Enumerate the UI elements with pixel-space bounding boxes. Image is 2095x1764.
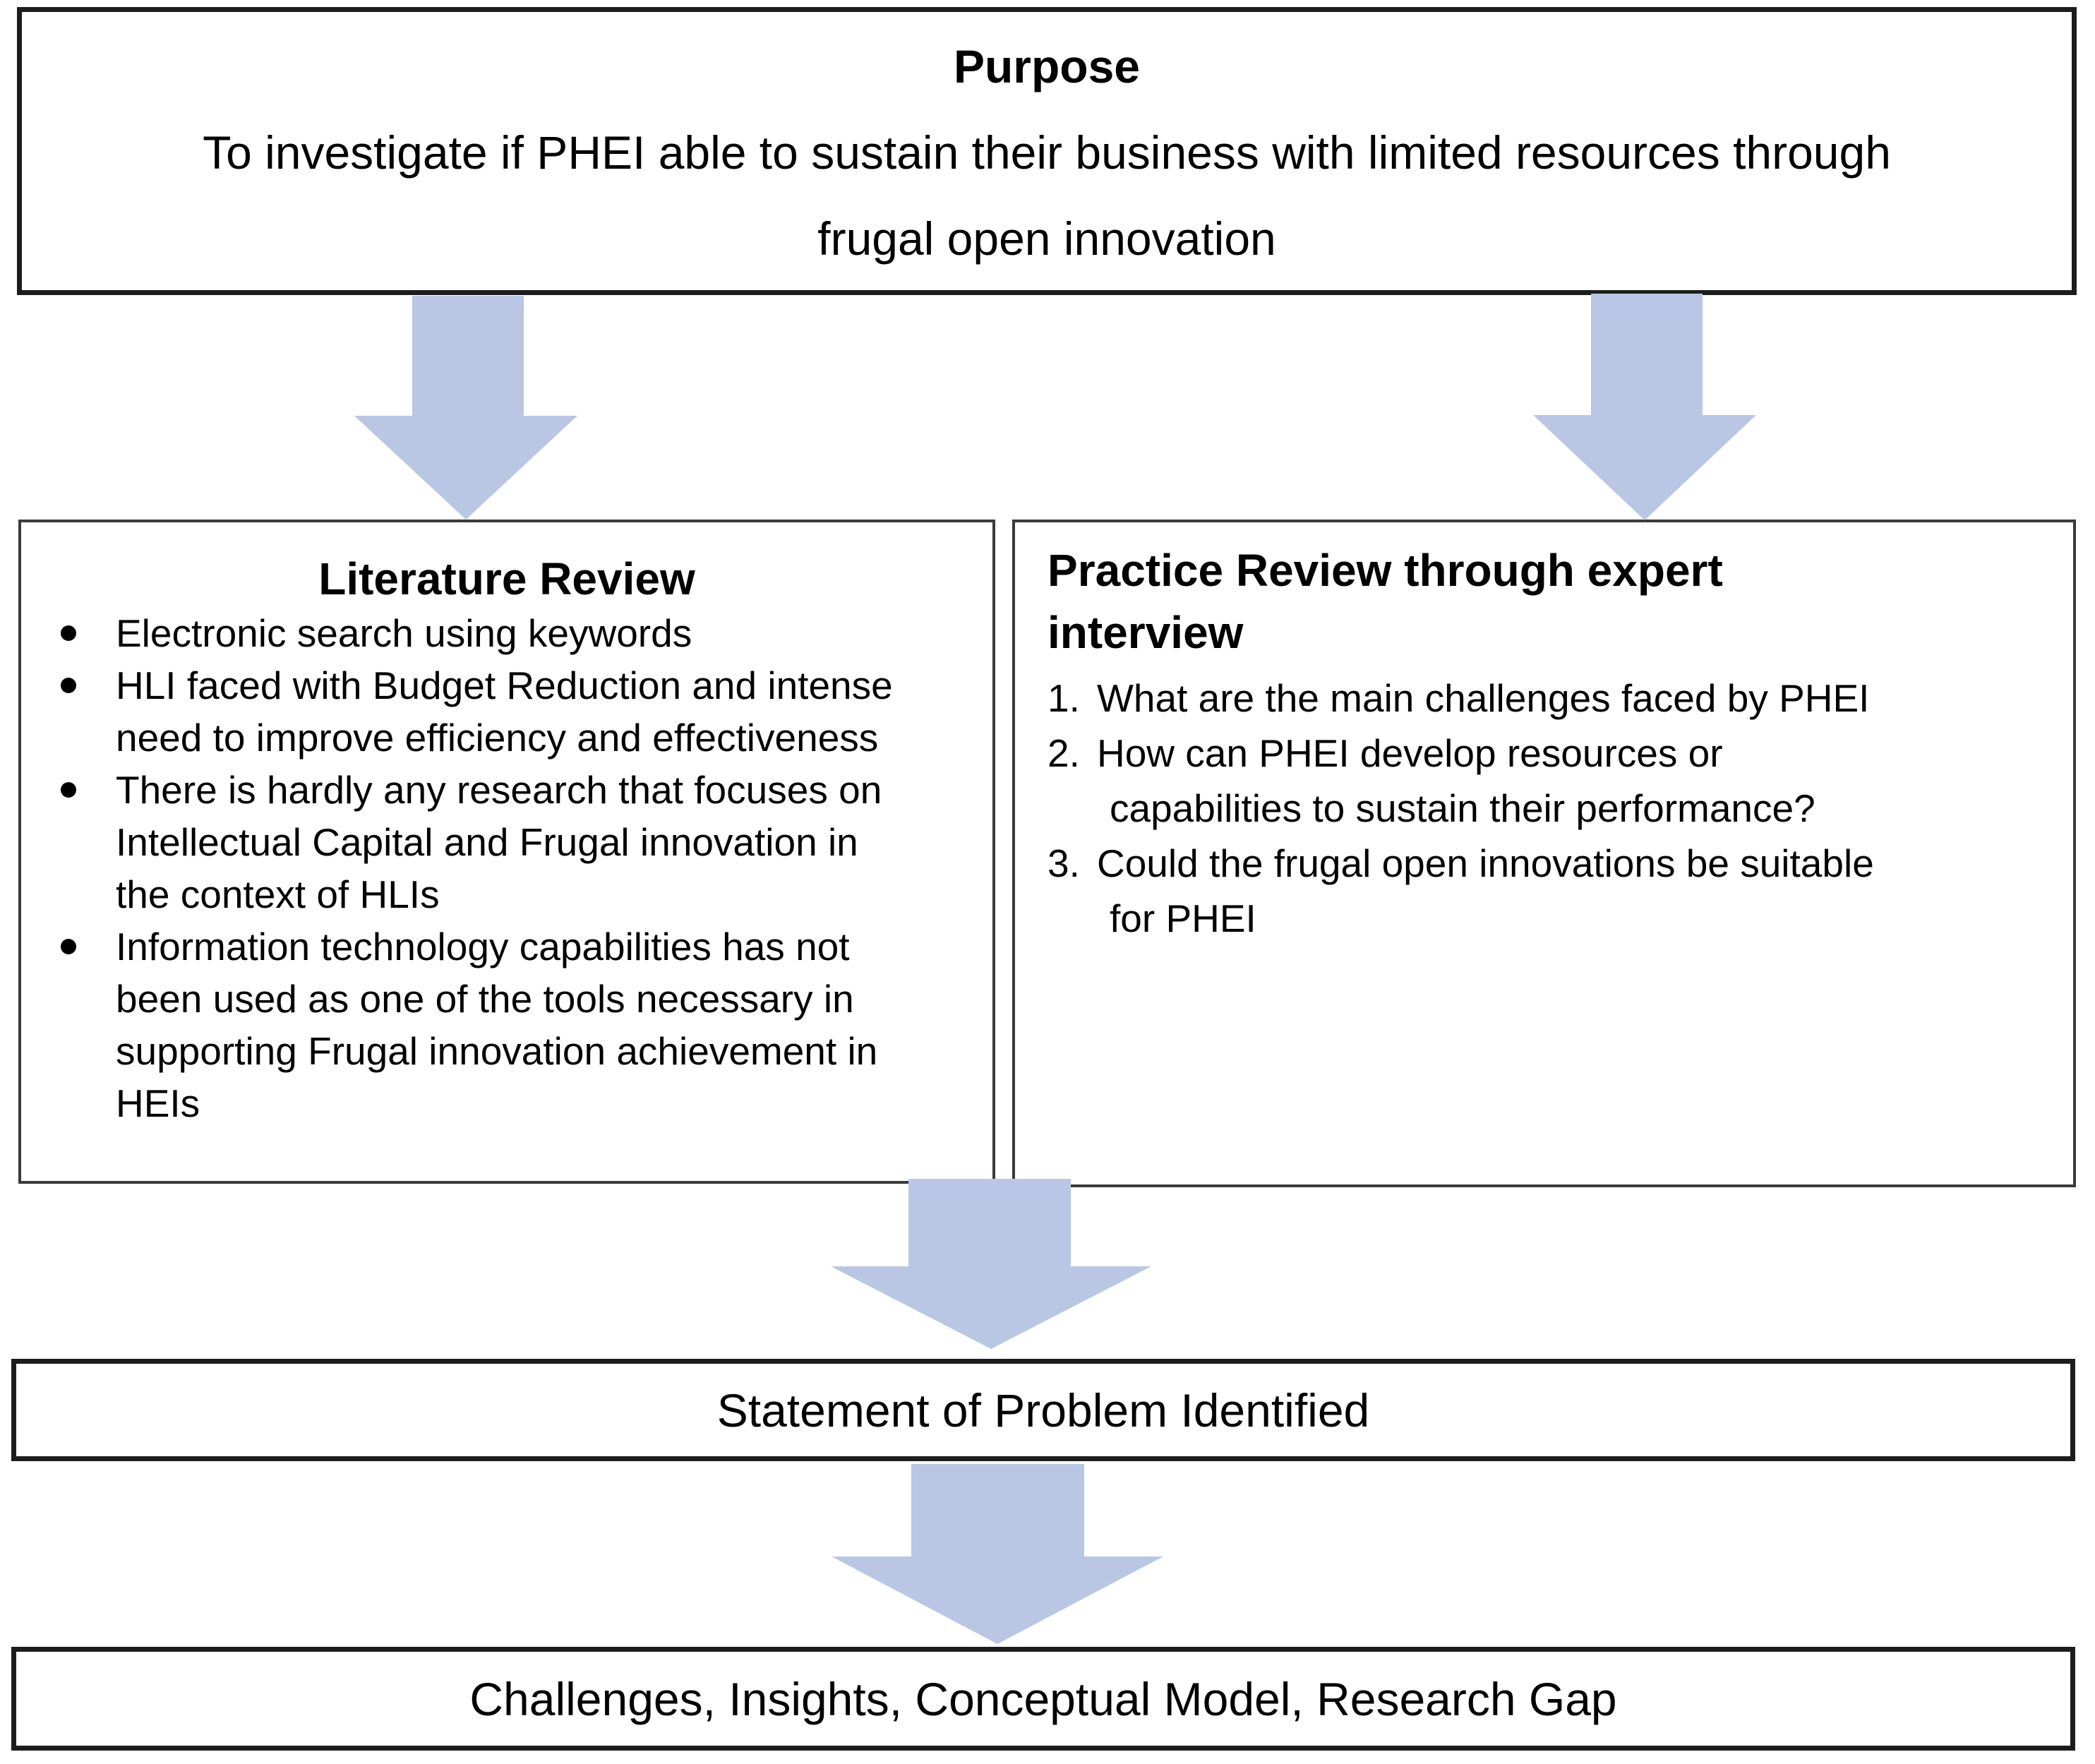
literature-review-box: Literature Review Electronic search usin… bbox=[18, 520, 995, 1184]
bullet-line: Electronic search using keywords bbox=[116, 611, 692, 655]
outcome-box: Challenges, Insights, Conceptual Model, … bbox=[11, 1647, 2075, 1751]
item-line: Could the frugal open innovations be sui… bbox=[1097, 841, 1874, 885]
bullet-item: Information technology capabilities has … bbox=[21, 920, 992, 1129]
down-arrow-icon bbox=[832, 1464, 1163, 1644]
bullet-line: need to improve efficiency and effective… bbox=[116, 716, 879, 760]
bullet-line: Intellectual Capital and Frugal innovati… bbox=[116, 820, 858, 864]
purpose-text-line: To investigate if PHEI able to sustain t… bbox=[203, 126, 1891, 179]
statement-text: Statement of Problem Identified bbox=[716, 1384, 1370, 1436]
bullet-line: the context of HLIs bbox=[116, 872, 440, 916]
numbered-item: 2. How can PHEI develop resources or cap… bbox=[1048, 726, 2059, 836]
down-arrow-icon bbox=[831, 1179, 1151, 1349]
outcome-text: Challenges, Insights, Conceptual Model, … bbox=[469, 1672, 1617, 1725]
purpose-title: Purpose bbox=[953, 40, 1141, 92]
item-line: How can PHEI develop resources or bbox=[1097, 731, 1723, 775]
down-arrow-icon bbox=[354, 296, 577, 520]
numbered-item: 1. What are the main challenges faced by… bbox=[1048, 671, 2059, 726]
statement-box: Statement of Problem Identified bbox=[11, 1359, 2075, 1461]
bullet-dot-icon bbox=[61, 939, 76, 954]
literature-bullet-list: Electronic search using keywords HLI fac… bbox=[21, 607, 992, 1129]
bullet-dot-icon bbox=[61, 625, 76, 641]
purpose-text-line: frugal open innovation bbox=[817, 212, 1276, 265]
bullet-line: Information technology capabilities has … bbox=[116, 925, 850, 968]
bullet-line: HLI faced with Budget Reduction and inte… bbox=[116, 664, 893, 707]
numbered-item: 3. Could the frugal open innovations be … bbox=[1048, 836, 2059, 946]
down-arrow-icon bbox=[1533, 294, 1756, 520]
bullet-line: HEIs bbox=[116, 1081, 200, 1125]
bullet-line: supporting Frugal innovation achievement… bbox=[116, 1029, 878, 1073]
item-number: 3. bbox=[1048, 841, 1080, 885]
item-line: What are the main challenges faced by PH… bbox=[1097, 676, 1870, 720]
literature-review-title: Literature Review bbox=[318, 553, 695, 604]
practice-question-list: 1. What are the main challenges faced by… bbox=[1048, 671, 2059, 946]
item-number: 1. bbox=[1048, 676, 1080, 720]
bullet-dot-icon bbox=[61, 678, 76, 693]
practice-review-box: Practice Review through expert interview… bbox=[1012, 520, 2076, 1187]
item-number: 2. bbox=[1048, 731, 1080, 775]
bullet-item: There is hardly any research that focuse… bbox=[21, 764, 992, 920]
practice-review-title-line: interview bbox=[1048, 607, 1244, 658]
bullet-line: been used as one of the tools necessary … bbox=[116, 977, 854, 1021]
item-line: capabilities to sustain their performanc… bbox=[1110, 786, 1815, 830]
bullet-item: Electronic search using keywords bbox=[21, 607, 992, 659]
purpose-box: Purpose To investigate if PHEI able to s… bbox=[17, 7, 2077, 295]
bullet-item: HLI faced with Budget Reduction and inte… bbox=[21, 659, 992, 764]
bullet-line: There is hardly any research that focuse… bbox=[116, 768, 882, 812]
bullet-dot-icon bbox=[61, 782, 76, 798]
item-line: for PHEI bbox=[1110, 896, 1256, 940]
practice-review-title-line: Practice Review through expert bbox=[1048, 545, 1723, 596]
